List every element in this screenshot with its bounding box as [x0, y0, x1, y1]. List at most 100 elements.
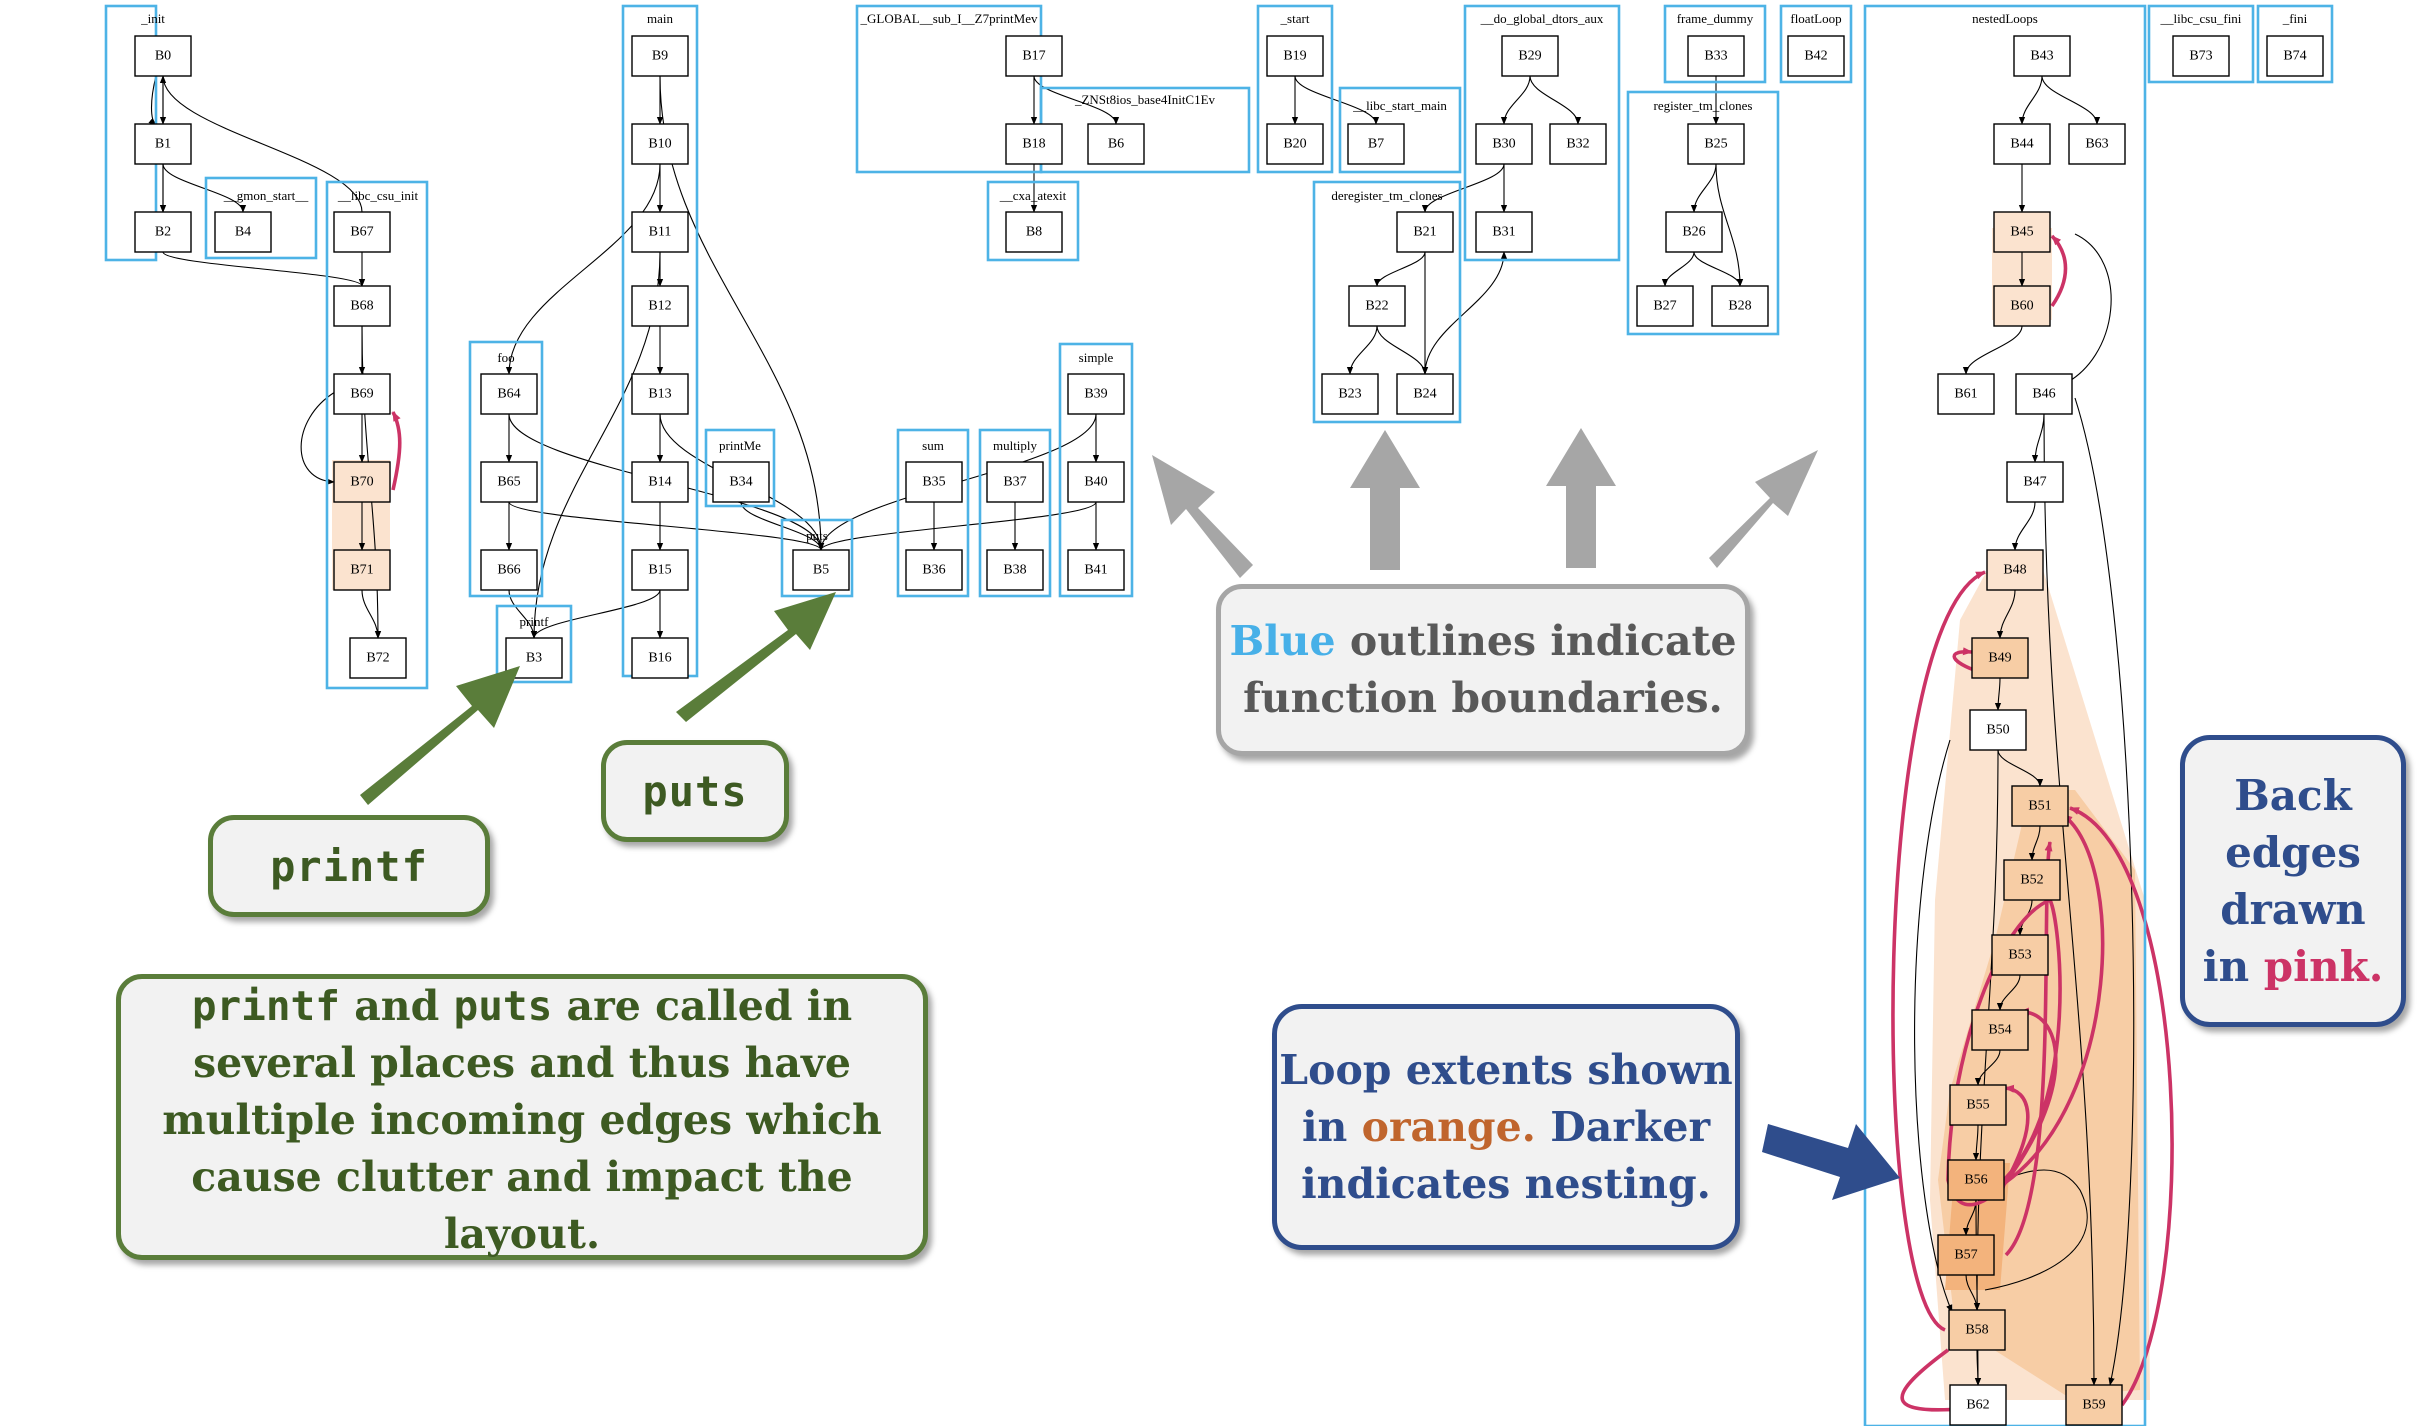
block-b9: B9 [631, 35, 689, 77]
clutter-line1-tail: are called in [552, 981, 853, 1030]
block-box [1687, 35, 1745, 77]
block-b49: B49 [1971, 637, 2029, 679]
block-b32: B32 [1549, 123, 1607, 165]
block-label: B71 [350, 563, 373, 578]
edge-b26-b27 [1661, 251, 1695, 287]
edge-b15-b3 [530, 589, 661, 639]
function-boundary [986, 180, 1080, 262]
block-b68: B68 [333, 285, 391, 327]
block-label: B31 [1492, 225, 1515, 240]
block-box [1993, 211, 2051, 253]
block-box [905, 549, 963, 591]
block-label: B68 [350, 299, 373, 314]
block-label: B11 [649, 225, 672, 240]
loop-line-2: in orange. Darker [1302, 1099, 1710, 1156]
block-box [631, 461, 689, 503]
edge-b67-b0 [159, 75, 363, 213]
block-box [1947, 1159, 2005, 1201]
function-label: register_tm_clones [1654, 98, 1753, 113]
block-label: B73 [2189, 49, 2212, 64]
function-printme: printMe [704, 428, 776, 508]
block-label: B13 [648, 387, 671, 402]
edge-b24-b31 [1424, 251, 1508, 375]
block-b64: B64 [480, 373, 538, 415]
block-label: B70 [350, 475, 373, 490]
block-b6: B6 [1087, 123, 1145, 165]
function-label: __libc_start_main [1352, 98, 1447, 113]
back-edge-callout: Back edges drawn in pink. [2180, 735, 2406, 1027]
block-label: B40 [1084, 475, 1107, 490]
block-b7: B7 [1347, 123, 1405, 165]
function-label: printMe [719, 438, 761, 453]
function-cxa-atexit: __cxa_atexit [986, 180, 1080, 262]
block-box [631, 123, 689, 165]
function-label: _fini [2282, 11, 2308, 26]
block-b67: B67 [333, 211, 391, 253]
back-line-4: in pink. [2203, 938, 2384, 995]
block-box [1396, 373, 1454, 415]
block-label: B69 [350, 387, 373, 402]
edge-b26-b28 [1693, 251, 1744, 287]
function-fini: _fini [2256, 4, 2334, 84]
block-box [333, 461, 391, 503]
edge-b60-b61 [1962, 325, 2023, 375]
block-label: B21 [1413, 225, 1436, 240]
function-boundary [325, 180, 429, 690]
function-boundary [1779, 4, 1853, 84]
function-printf: printf [495, 604, 573, 684]
edge-b56-b62 [1974, 1199, 1982, 1386]
function-label: sum [922, 438, 944, 453]
block-label: B58 [1965, 1323, 1988, 1338]
back-line-1: Back [2234, 771, 2352, 820]
block-box [480, 373, 538, 415]
block-label: B54 [1988, 1023, 2011, 1038]
block-b18: B18 [1005, 123, 1063, 165]
back-edge-b49-self [1952, 647, 1975, 672]
blue-line1-tail: outlines indicate [1335, 617, 1737, 665]
blue-line-1: Blue outlines indicate [1229, 613, 1736, 670]
block-label: B14 [648, 475, 671, 490]
block-b63: B63 [2068, 123, 2126, 165]
block-box [1067, 549, 1125, 591]
block-box [2015, 373, 2073, 415]
block-b47: B47 [2006, 461, 2064, 503]
block-box [1787, 35, 1845, 77]
block-b29: B29 [1501, 35, 1559, 77]
block-label: B33 [1704, 49, 1727, 64]
block-b11: B11 [631, 211, 689, 253]
block-label: B15 [648, 563, 671, 578]
back-edge-b56-b51 [2004, 813, 2105, 1184]
block-label: B18 [1022, 137, 1045, 152]
block-b55: B55 [1949, 1084, 2007, 1126]
block-label: B60 [2010, 299, 2033, 314]
block-box [2068, 123, 2126, 165]
block-box [1005, 211, 1063, 253]
block-box [2003, 859, 2061, 901]
function-boundary [1626, 90, 1780, 336]
block-box [1993, 285, 2051, 327]
block-label: B67 [350, 225, 373, 240]
clutter-word-and: and [339, 981, 454, 1030]
block-label: B55 [1966, 1098, 1989, 1113]
block-b72: B72 [349, 637, 407, 679]
function-label: __do_global_dtors_aux [1480, 11, 1604, 26]
blue-word: Blue [1229, 617, 1336, 665]
loop-line-3: indicates nesting. [1301, 1159, 1711, 1208]
function-boundary [1312, 180, 1462, 424]
loop-pointer-arrow [1762, 1124, 1900, 1200]
block-label: B34 [729, 475, 752, 490]
function-label: _ZNSt8ios_base4InitC1Ev [1074, 92, 1216, 107]
block-label: B63 [2085, 137, 2108, 152]
block-b66: B66 [480, 549, 538, 591]
block-label: B35 [922, 475, 945, 490]
block-b71: B71 [333, 549, 391, 591]
edge-b55-b56 [1972, 1124, 1980, 1161]
loop-callout: Loop extents shown in orange. Darker ind… [1272, 1004, 1740, 1250]
block-box [986, 549, 1044, 591]
block-box [1949, 1384, 2007, 1426]
block-box [1937, 1234, 1995, 1276]
back-line-3: drawn [2220, 885, 2366, 934]
function-label: floatLoop [1790, 11, 1841, 26]
block-label: B10 [648, 137, 671, 152]
